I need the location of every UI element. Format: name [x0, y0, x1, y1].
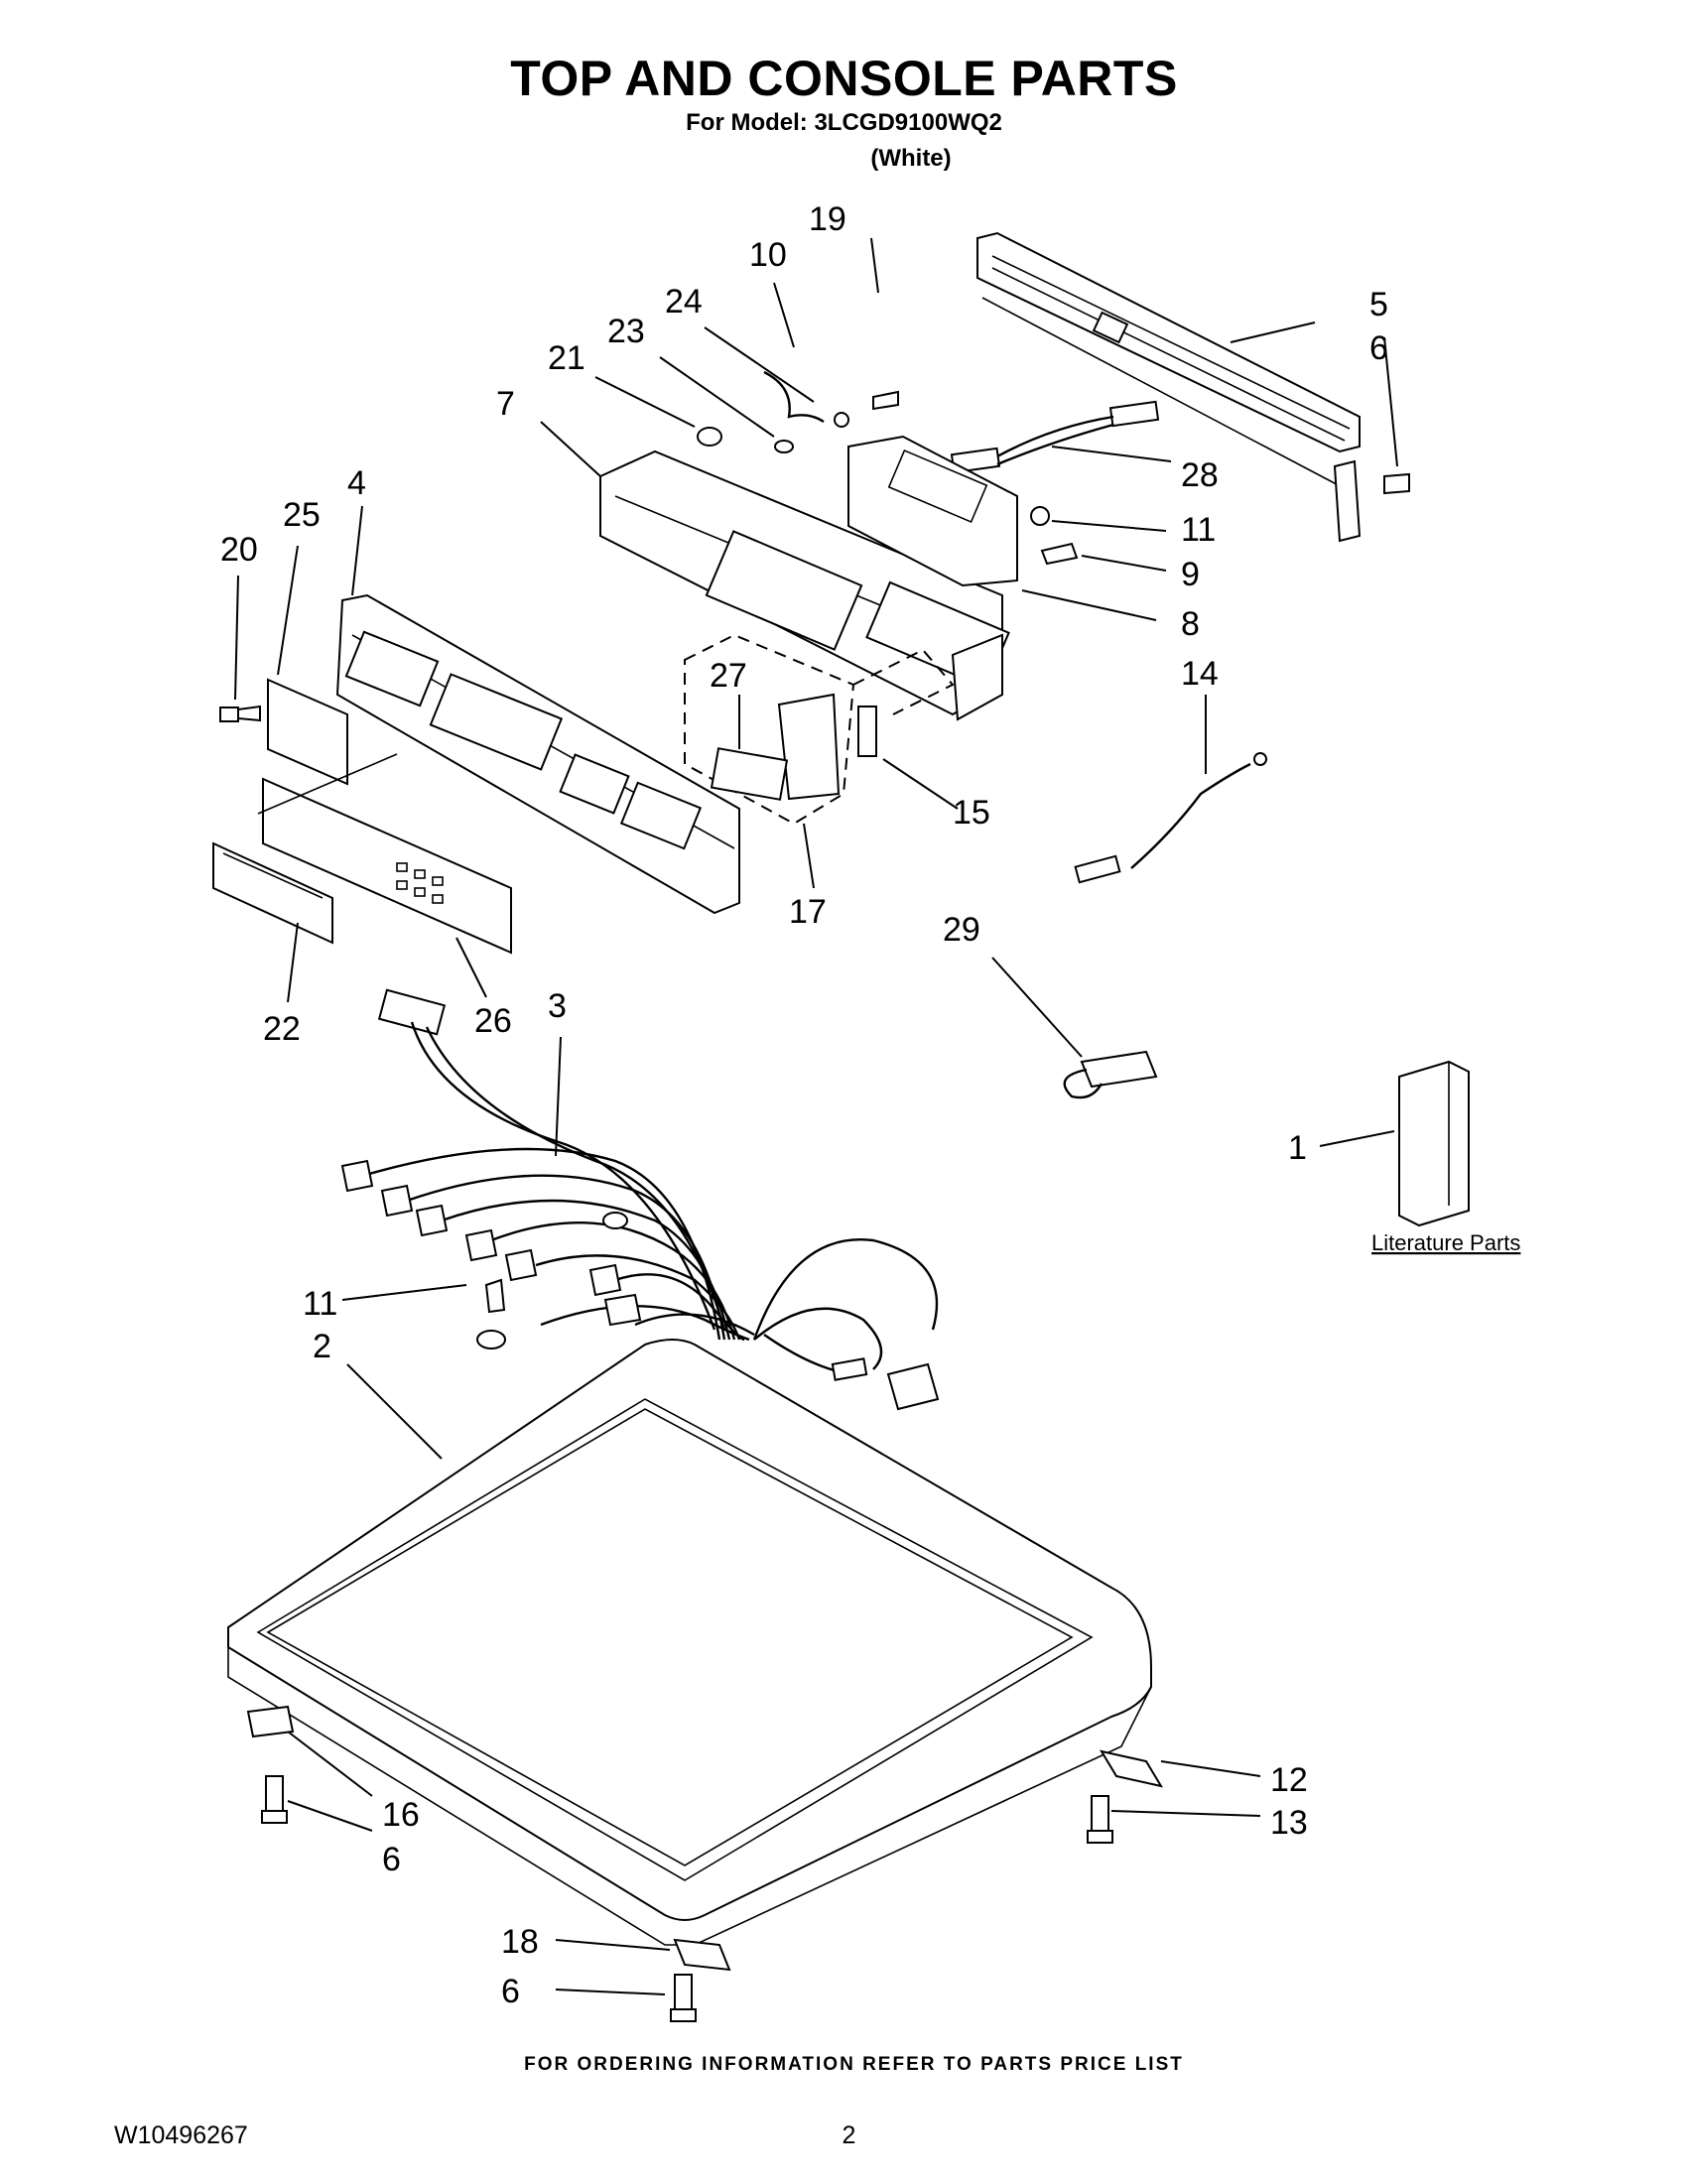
callout-27: 27 — [710, 657, 747, 695]
callout-22: 22 — [263, 1010, 301, 1048]
callout-7: 7 — [496, 385, 515, 423]
literature-book — [1398, 1060, 1470, 1227]
small-hardware-group — [697, 370, 1410, 566]
callout-29: 29 — [943, 911, 980, 949]
callout-10: 10 — [749, 236, 787, 274]
top-panel-part — [227, 1339, 1152, 1946]
callout-18: 18 — [501, 1923, 539, 1961]
callout-20: 20 — [220, 531, 258, 569]
callout-1: 1 — [1288, 1129, 1307, 1167]
connector-29-part — [1063, 1050, 1158, 1099]
color-line: (White) — [870, 145, 952, 172]
wiring-harness-part — [340, 988, 940, 1411]
callout-28: 28 — [1181, 456, 1219, 494]
callout-21: 21 — [548, 339, 585, 377]
callout-9: 9 — [1181, 556, 1200, 593]
lens-part — [212, 841, 333, 945]
callout-8: 8 — [1181, 605, 1200, 643]
callout-6-bottom: 6 — [501, 1973, 520, 2010]
callout-4: 4 — [347, 464, 366, 502]
page-title: TOP AND CONSOLE PARTS — [510, 51, 1178, 106]
leader-lines — [234, 237, 1398, 1995]
callout-labels: 19 10 24 23 21 7 5 6 28 11 9 8 14 4 25 2… — [220, 200, 1520, 2010]
callout-26: 26 — [474, 1002, 512, 1040]
wire-14-part — [1074, 752, 1267, 884]
control-board-part — [847, 435, 1018, 587]
screw-6-bottom — [670, 1974, 697, 2022]
callout-24: 24 — [665, 283, 703, 321]
console-panel-part — [335, 593, 740, 915]
bracket-16-part — [246, 1705, 295, 1738]
control-assembly-group — [684, 633, 955, 826]
callout-15: 15 — [953, 794, 990, 832]
harness-part — [950, 400, 1160, 474]
literature-parts-label: Literature Parts — [1371, 1230, 1520, 1255]
console-housing-part — [599, 450, 1010, 721]
callout-6-left: 6 — [382, 1841, 401, 1878]
callout-14: 14 — [1181, 655, 1219, 693]
ordering-note: FOR ORDERING INFORMATION REFER TO PARTS … — [524, 2054, 1184, 2075]
console-bracket-part — [976, 231, 1362, 543]
callout-3: 3 — [548, 987, 567, 1025]
callout-6-top: 6 — [1369, 329, 1388, 367]
callout-5: 5 — [1369, 286, 1388, 323]
callout-11-mid: 11 — [303, 1285, 337, 1323]
callout-17: 17 — [789, 893, 827, 931]
callout-23: 23 — [607, 313, 645, 350]
document-number: W10496267 — [114, 2121, 248, 2149]
screw-20-part — [219, 705, 261, 722]
bracket-12-part — [1099, 1749, 1164, 1788]
screw-6-left — [261, 1775, 288, 1824]
page-number: 2 — [842, 2121, 856, 2149]
callout-13: 13 — [1270, 1804, 1308, 1842]
callout-16: 16 — [382, 1796, 420, 1834]
model-line: For Model: 3LCGD9100WQ2 — [686, 109, 1002, 136]
trim-buttons — [396, 862, 444, 904]
harness-terminals — [340, 1159, 940, 1411]
callout-25: 25 — [283, 496, 321, 534]
screw-13-part — [1087, 1795, 1113, 1844]
overlay-part — [267, 678, 348, 786]
bracket-18-part — [673, 1938, 731, 1972]
trim-part — [262, 777, 512, 955]
callout-19: 19 — [809, 200, 846, 238]
callout-2: 2 — [313, 1328, 331, 1365]
callout-12: 12 — [1270, 1761, 1308, 1799]
callout-11-top: 11 — [1181, 511, 1216, 549]
